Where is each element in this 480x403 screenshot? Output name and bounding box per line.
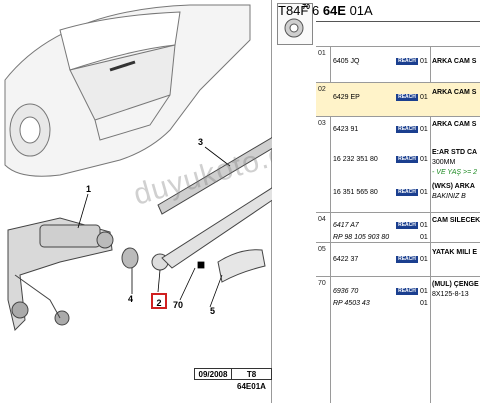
part-description: ARKA CAM S [432,121,477,128]
part-quantity: 01 [420,189,428,196]
part-quantity: 01 [420,94,428,101]
code-prefix: T84F 6 [278,3,320,18]
code-suffix: 01A [349,3,373,18]
part-quantity: 01 [420,126,428,133]
part-description: ARKA CAM S [432,58,477,65]
part-description: 8X125-8-13 [432,291,469,298]
part-description: (MUL) ÇENGE [432,281,479,288]
column-divider [330,46,331,403]
callout-2[interactable]: 2 [151,293,167,309]
part-reference[interactable]: 16 351 565 80 [333,189,378,196]
footer-code: T8 64E01A [232,368,272,391]
callout-3[interactable]: 3 [198,137,204,147]
part-reference[interactable]: 6423 91 [333,126,359,133]
row-index: 04 [318,216,326,223]
part-reference[interactable]: 6422 37 [333,256,359,263]
reach-badge: REACH [396,156,418,163]
reach-badge: REACH [396,126,418,133]
thumbnail-label: 70 [302,4,310,11]
part-description: 300MM [432,159,456,166]
part-quantity: 01 [420,58,428,65]
callout-1[interactable]: 1 [86,184,92,194]
part-thumbnail[interactable]: 70 [277,3,313,45]
wiper-blade-illustration [157,136,272,215]
callout-5[interactable]: 5 [210,306,216,316]
reach-badge: REACH [396,222,418,229]
part-quantity: 01 [420,234,428,241]
cap-illustration [121,247,139,269]
column-divider [430,46,431,403]
catalog-code: T84F 6 64E 01A [278,2,468,20]
reach-badge: REACH [396,94,418,101]
wiper-arm-illustration [161,187,272,269]
part-description: BAKINIZ B [432,193,466,200]
part-reference[interactable]: 16 232 351 80 [333,156,378,163]
reach-badge: REACH [396,189,418,196]
reach-badge: REACH [396,58,418,65]
part-description: (WKS) ARKA [432,183,475,190]
part-quantity: 01 [420,156,428,163]
row-index: 03 [318,120,326,127]
row-index: 05 [318,246,326,253]
part-reference[interactable]: 6429 EP [333,94,360,101]
cover-illustration [217,249,266,283]
row-index: 02 [318,86,326,93]
part-description: YATAK MILI E [432,249,477,256]
part-reference[interactable]: 6936 70 [333,288,359,295]
part-description: ARKA CAM S [432,89,477,96]
nut-thumbnail-icon [284,18,304,38]
callout-70[interactable]: 70 [173,300,184,310]
part-description: - VE YAŞ >= 2 [432,169,478,176]
parts-diagram: duyukoto.com 1 2 3 4 5 70 09/2008 T8 64E… [4,0,331,403]
part-quantity: 01 [420,256,428,263]
part-reference[interactable]: RP 4503 43 [333,300,370,307]
row-index: 01 [318,50,326,57]
header-rule [316,21,480,22]
reach-badge: REACH [396,288,418,295]
part-reference[interactable]: RP 98 105 903 80 [333,234,390,241]
part-quantity: 01 [420,222,428,229]
part-quantity: 01 [420,288,428,295]
car-illustration [4,4,251,177]
reach-badge: REACH [396,256,418,263]
part-description: E:AR STD CA [432,149,478,156]
callout-4[interactable]: 4 [128,294,134,304]
part-quantity: 01 [420,300,428,307]
part-reference[interactable]: 6417 A7 [333,222,359,229]
row-index: 70 [318,280,326,287]
leader-lines [77,146,231,308]
diagram-illustration [4,4,272,331]
part-reference[interactable]: 6405 JQ [333,58,360,65]
wiper-motor-illustration [7,217,114,331]
code-bold: 64E [322,3,346,18]
footer-date: 09/2008 [194,368,232,380]
part-description: CAM SILECEK [432,217,480,224]
